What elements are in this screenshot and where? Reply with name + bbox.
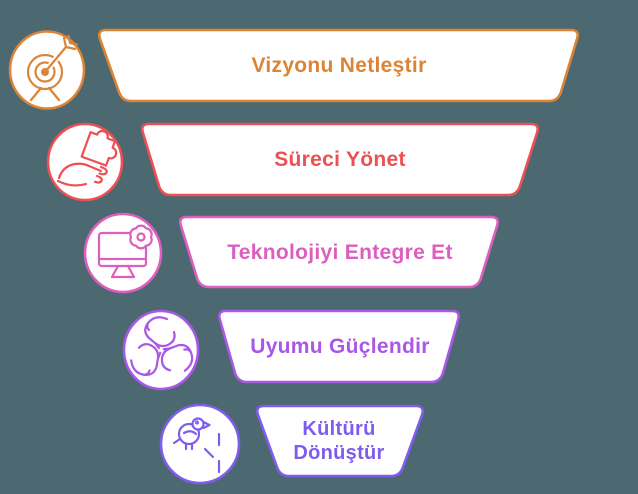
- icon-circle: [159, 403, 241, 485]
- funnel-band-shape: [217, 309, 461, 384]
- hand-puzzle-icon: [56, 129, 118, 187]
- funnel-level-3: [83, 212, 500, 294]
- funnel-band-shape: [140, 122, 540, 197]
- target-dart-icon: [26, 34, 79, 102]
- funnel-band-shape: [255, 404, 425, 478]
- icon-circle: [46, 122, 124, 202]
- funnel-level-5: [159, 403, 425, 485]
- funnel-band-shape: [97, 28, 580, 103]
- bird-chirp-icon: [172, 417, 221, 474]
- teamwork-hands-icon: [130, 316, 194, 376]
- funnel-band-shape: [178, 215, 500, 289]
- funnel-level-2: [46, 122, 540, 202]
- icon-circle: [122, 309, 200, 391]
- monitor-gear-icon: [97, 224, 153, 279]
- funnel-level-1: [8, 28, 580, 110]
- icon-circle: [83, 212, 163, 294]
- funnel-level-4: [122, 309, 461, 391]
